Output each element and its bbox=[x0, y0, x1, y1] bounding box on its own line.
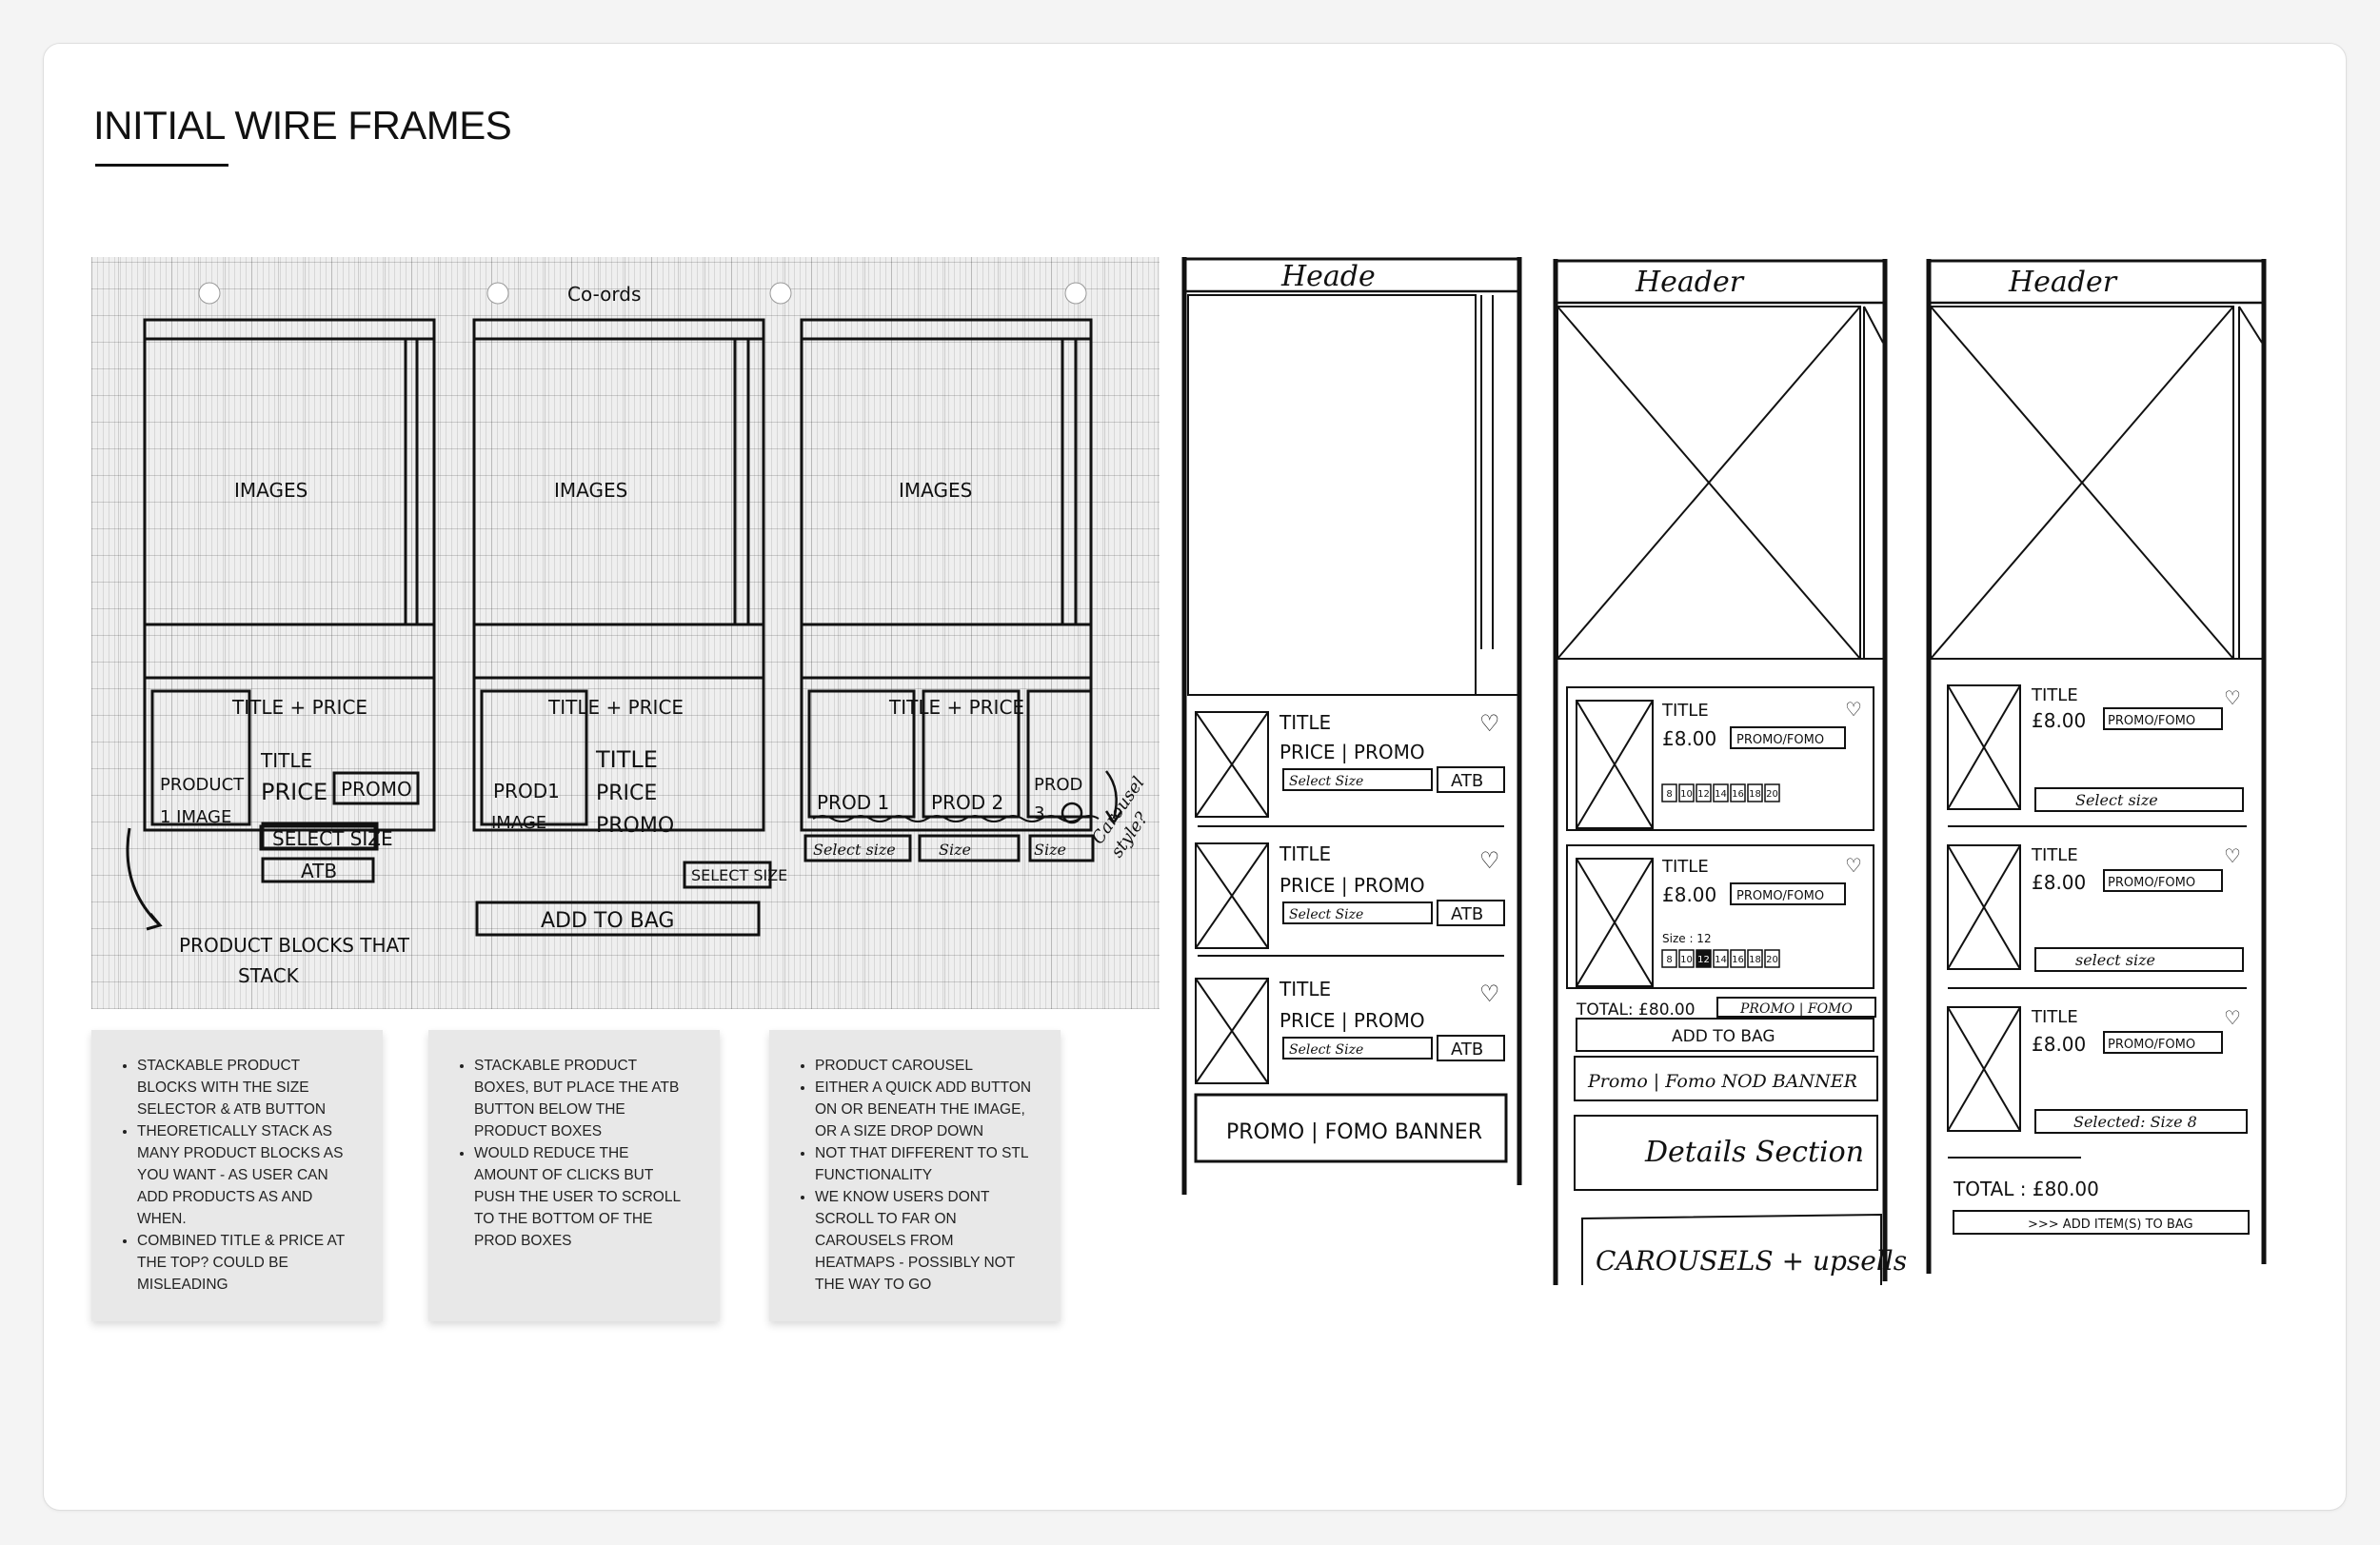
wire-c-row3-select[interactable]: Selected: Size 8 bbox=[2073, 1113, 2197, 1131]
size-chip-label: 10 bbox=[1680, 955, 1693, 965]
wire-c-total: TOTAL : £80.00 bbox=[1953, 1178, 2099, 1200]
wire-b-promo-banner: Promo | Fomo NOD BANNER bbox=[1587, 1071, 1857, 1092]
wire-a-row1-title: TITLE bbox=[1279, 711, 1331, 734]
wire-a-row1-atb[interactable]: ATB bbox=[1451, 771, 1483, 791]
wire-a-banner: PROMO | FOMO BANNER bbox=[1226, 1120, 1482, 1144]
wire-c-heart-icon[interactable]: ♡ bbox=[2224, 844, 2241, 867]
wire-a-heart-icon[interactable]: ♡ bbox=[1479, 847, 1500, 874]
wire-b-carousels: CAROUSELS + upsells bbox=[1596, 1245, 1907, 1277]
wire-b-row2-promo: PROMO/FOMO bbox=[1736, 889, 1824, 903]
size-chip-label: 16 bbox=[1732, 955, 1744, 965]
wire-b-add-to-bag[interactable]: ADD TO BAG bbox=[1672, 1027, 1775, 1046]
wire-b-row1-size-chips[interactable]: 8 10 12 14 16 18 20 bbox=[1662, 784, 1779, 802]
wire-a-row1-select[interactable]: Select Size bbox=[1289, 774, 1363, 789]
wire-a-row2-select[interactable]: Select Size bbox=[1289, 907, 1363, 922]
wire-c-row1-select[interactable]: Select size bbox=[2075, 791, 2158, 809]
wire-b-header: Header bbox=[1635, 266, 1745, 299]
size-chip-label: 18 bbox=[1749, 789, 1761, 800]
wire-a-heart-icon[interactable]: ♡ bbox=[1479, 710, 1500, 737]
wire-a-row3-title: TITLE bbox=[1279, 978, 1331, 1000]
size-chip-label: 12 bbox=[1697, 789, 1710, 800]
wire-c-header: Header bbox=[2008, 266, 2118, 299]
wire-a-row2-atb[interactable]: ATB bbox=[1451, 904, 1483, 924]
wire-b-row1-price: £8.00 bbox=[1662, 727, 1716, 750]
size-chip-label: 14 bbox=[1715, 955, 1727, 965]
size-chip-label: 18 bbox=[1749, 955, 1761, 965]
wire-c-row2-promo: PROMO/FOMO bbox=[2108, 876, 2195, 890]
wire-c-row2-price: £8.00 bbox=[2032, 871, 2086, 894]
size-chip-label: 12 bbox=[1697, 955, 1710, 965]
wire-c-heart-icon[interactable]: ♡ bbox=[2224, 1006, 2241, 1029]
size-chip-label: 14 bbox=[1715, 789, 1727, 800]
wire-c-row1-promo: PROMO/FOMO bbox=[2108, 714, 2195, 728]
wire-c-row1-title: TITLE bbox=[2031, 685, 2078, 705]
wire-c-row3-title: TITLE bbox=[2031, 1007, 2078, 1027]
wire-b-details[interactable]: Details Section bbox=[1644, 1136, 1864, 1169]
wire-b-total-promo: PROMO | FOMO bbox=[1739, 1001, 1853, 1017]
size-chip-label: 8 bbox=[1666, 955, 1672, 965]
wireframe-b bbox=[1556, 259, 1885, 1285]
size-chip-label: 10 bbox=[1680, 789, 1693, 800]
wire-c-add[interactable]: >>> ADD ITEM(S) TO BAG bbox=[2028, 1218, 2193, 1232]
wire-a-row3-atb[interactable]: ATB bbox=[1451, 1040, 1483, 1060]
wire-c-heart-icon[interactable]: ♡ bbox=[2224, 686, 2241, 709]
wire-b-row1-promo: PROMO/FOMO bbox=[1736, 733, 1824, 747]
wire-b-row2-size-label: Size : 12 bbox=[1662, 932, 1712, 945]
wire-b-row2-title: TITLE bbox=[1661, 857, 1709, 877]
wire-b-heart-icon[interactable]: ♡ bbox=[1845, 854, 1862, 877]
wire-c-row3-promo: PROMO/FOMO bbox=[2108, 1038, 2195, 1052]
size-chip-label: 20 bbox=[1766, 789, 1778, 800]
wire-b-row2-size-chips[interactable]: 8 10 12 14 16 18 20 bbox=[1662, 950, 1779, 967]
wire-b-heart-icon[interactable]: ♡ bbox=[1845, 698, 1862, 721]
size-chip-label: 8 bbox=[1666, 789, 1672, 800]
wire-a-row1-price: PRICE | PROMO bbox=[1279, 741, 1425, 763]
wire-c-row1-price: £8.00 bbox=[2032, 709, 2086, 732]
size-chip-label: 20 bbox=[1766, 955, 1778, 965]
wire-a-heart-icon[interactable]: ♡ bbox=[1479, 980, 1500, 1007]
wire-c-row2-select[interactable]: select size bbox=[2075, 951, 2155, 969]
wire-a-header: Heade bbox=[1280, 260, 1376, 293]
wire-a-row2-price: PRICE | PROMO bbox=[1279, 874, 1425, 897]
wire-c-row2-title: TITLE bbox=[2031, 845, 2078, 865]
wire-a-row2-title: TITLE bbox=[1279, 842, 1331, 865]
wire-c-row3-price: £8.00 bbox=[2032, 1033, 2086, 1056]
wire-b-row2-price: £8.00 bbox=[1662, 883, 1716, 906]
wire-a-row3-price: PRICE | PROMO bbox=[1279, 1009, 1425, 1032]
size-chip-label: 16 bbox=[1732, 789, 1744, 800]
wire-b-total: TOTAL: £80.00 bbox=[1576, 1000, 1696, 1020]
wire-b-row1-title: TITLE bbox=[1661, 701, 1709, 721]
wire-a-row3-select[interactable]: Select Size bbox=[1289, 1042, 1363, 1058]
